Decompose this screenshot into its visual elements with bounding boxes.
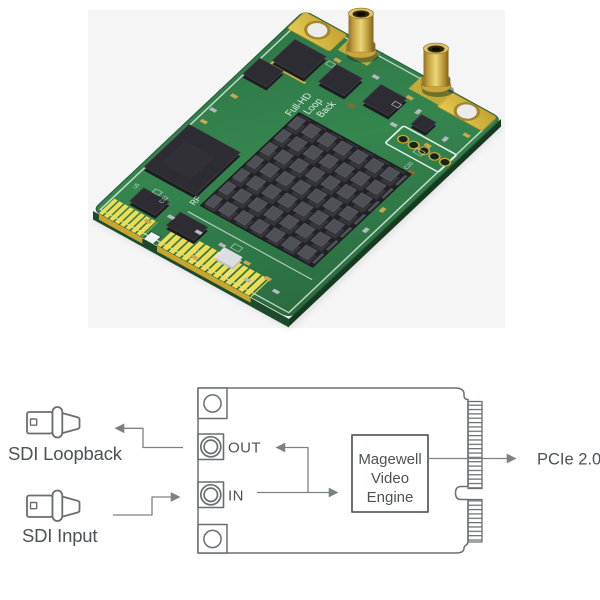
silkscreen-line [187,211,313,280]
product-photo: Full-HD Loop Back RF T7 R17 C12 C20 R22 … [88,7,505,330]
engine-label-line3: Engine [367,489,414,506]
pcie-label: PCIe 2.0 [537,451,600,469]
sdi-input-label: SDI Input [22,525,97,546]
arrow-input-to-in [113,492,181,516]
mounting-pad-left [287,12,347,52]
video-engine-box: Magewell Video Engine [351,434,429,513]
in-port [197,481,225,509]
gold-fingers-small-group [98,198,158,238]
gold-edge-side-1 [98,213,143,244]
ic-chips [129,38,437,270]
fpga-chip [143,123,241,199]
sdi-loopback-connector-icon [26,406,81,439]
passive-components [143,57,471,295]
qfn-chip-c [362,84,408,120]
sdi-connector-barrel-1 [345,7,379,63]
card-edge-connector [467,400,483,543]
board-side-faces [93,119,501,328]
through-hole-strip [385,125,457,173]
sdi-connector-barrel-2 [420,42,454,97]
engine-label-line1: Magewell [358,451,421,468]
qfn-chip-d [410,114,437,136]
in-port-label: IN [228,488,244,505]
svg-text:U5: U5 [132,183,142,190]
svg-text:C12: C12 [158,195,170,204]
svg-text:C20: C20 [403,161,415,170]
heatsink-pin-array [202,114,410,266]
out-port-label: OUT [228,440,261,457]
engine-label-line2: Video [371,470,409,487]
qfn-chip-a [242,57,284,91]
silkscreen-text-rf: RF [187,194,204,206]
svg-text:T7: T7 [194,250,204,257]
qfn-chip-b [317,64,363,100]
out-port [197,433,225,461]
mounting-hole-top [197,387,228,420]
svg-text:R22: R22 [224,268,236,277]
pcb-board: Full-HD Loop Back RF T7 R17 C12 C20 R22 … [95,12,499,317]
silkscreen-tiny-labels: T7 R17 C12 C20 R22 U5 [132,161,416,277]
connection-diagram: OUT IN Magewell Video Engine [8,387,600,554]
heatsink [199,112,412,268]
mounting-hole-bottom [197,523,228,554]
gold-edge-side-2 [157,245,251,303]
arrow-out-to-loopback [114,423,183,449]
arrow-engine-to-out [275,442,309,493]
gold-fingers-large-group [157,227,270,297]
signal-arrows [113,423,517,516]
crystal-oscillator [214,247,243,270]
qfn-chip-e [129,187,170,219]
mounting-pad-right [437,92,497,131]
silkscreen-component-outlines [151,60,426,253]
svg-text:R17: R17 [216,248,228,257]
sdi-loopback-label: SDI Loopback [8,443,123,464]
sdi-input-connector-icon [26,489,81,522]
